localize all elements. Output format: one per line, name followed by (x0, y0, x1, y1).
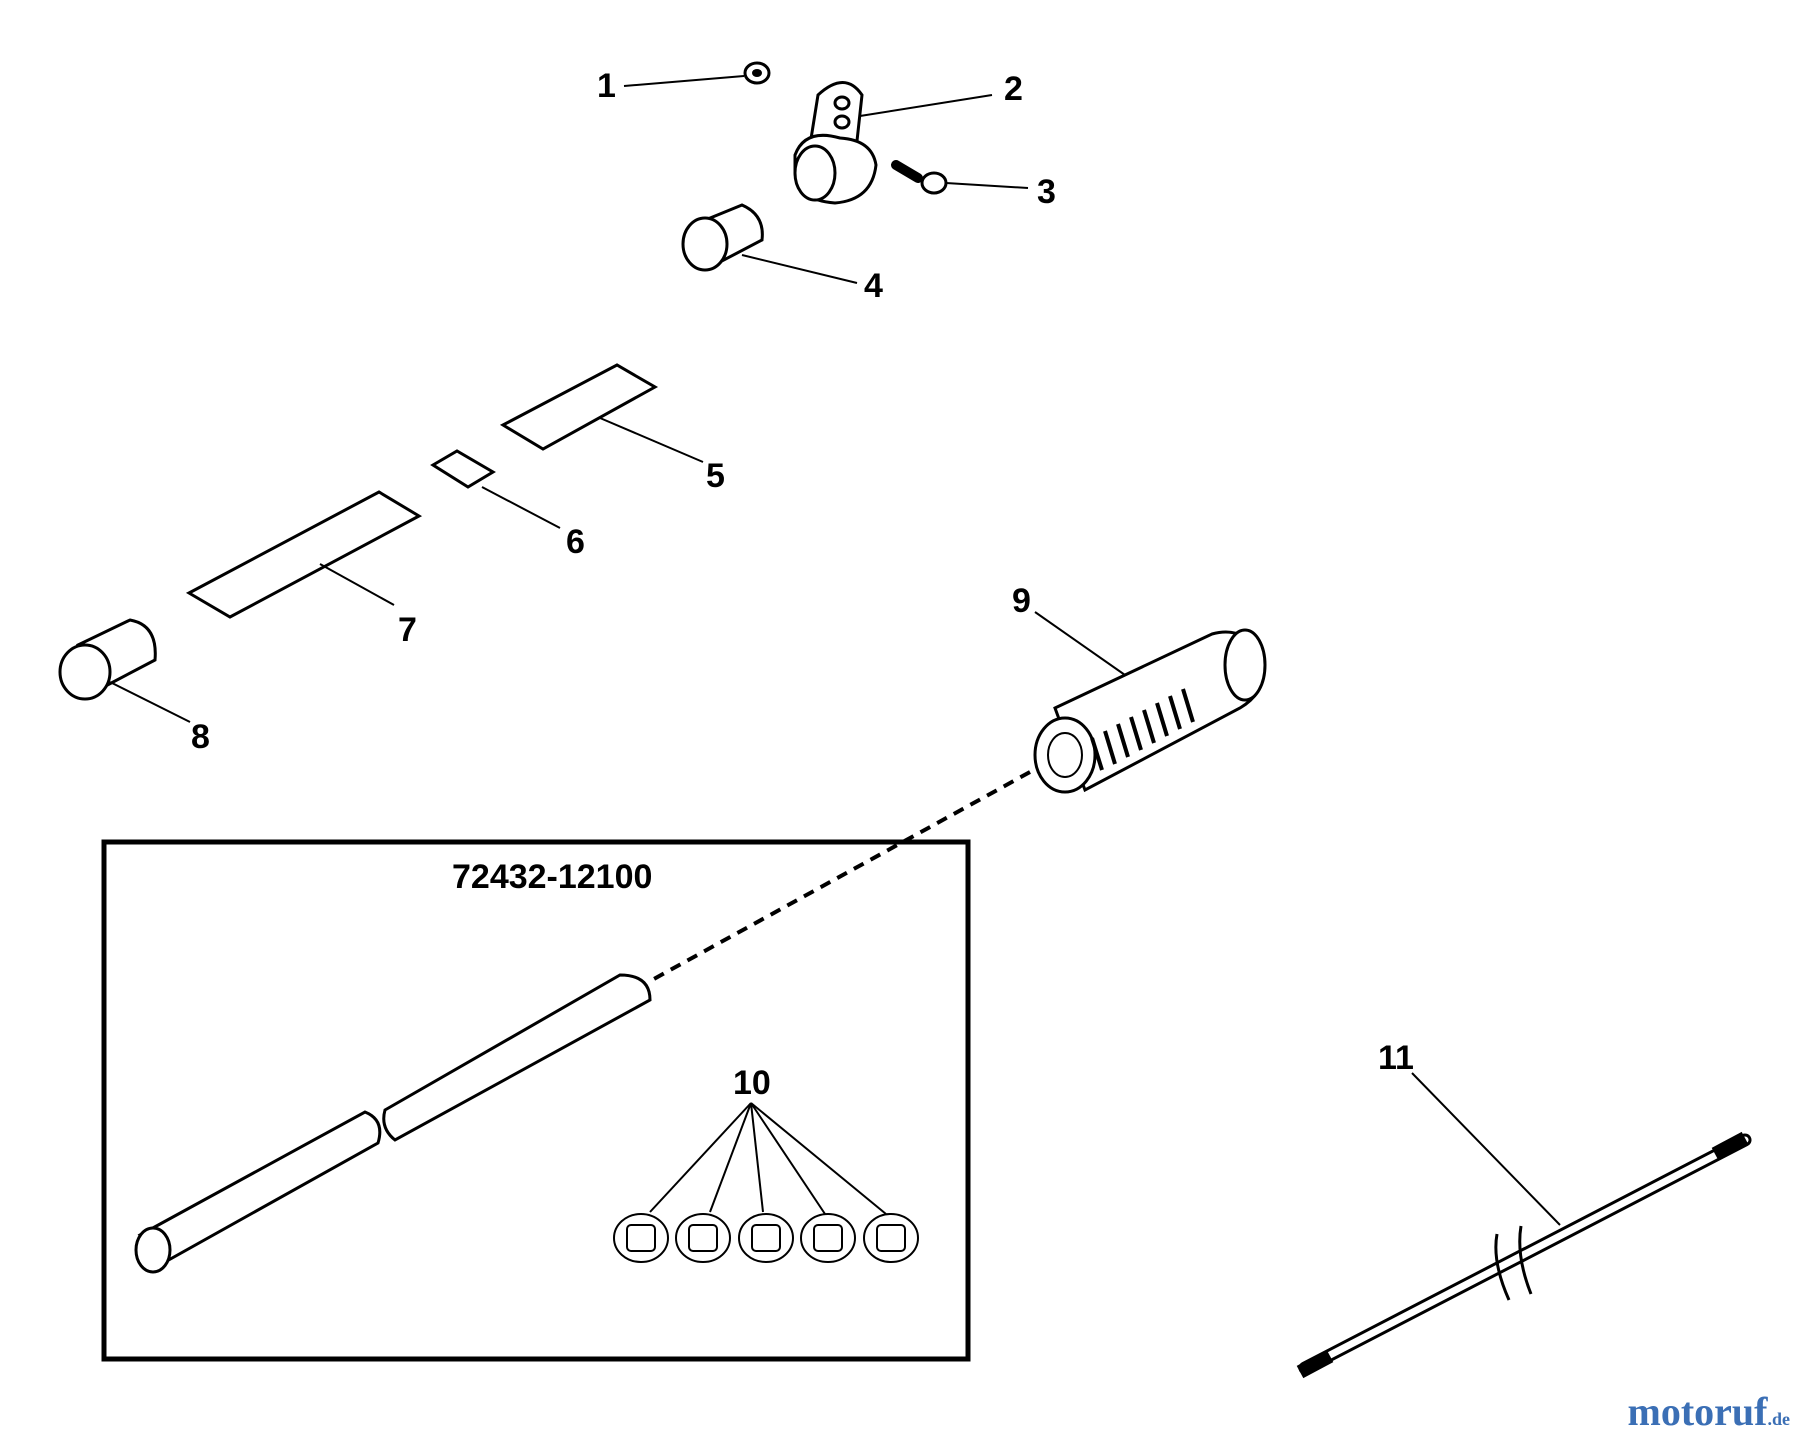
part-4-sleeve: 4 (681, 203, 883, 305)
callout-8: 8 (191, 718, 210, 756)
part-7-long-label: 7 (185, 490, 423, 649)
callout-11: 11 (1378, 1039, 1414, 1077)
assembly-dashed-line (651, 770, 1031, 982)
callout-10: 10 (733, 1064, 771, 1102)
part-5-label: 5 (499, 363, 725, 495)
part-8-sleeve: 8 (58, 618, 210, 756)
watermark-text: motoruf (1627, 1389, 1768, 1434)
part-6-small-label: 6 (430, 449, 585, 561)
callout-6: 6 (566, 523, 585, 561)
part-9-grip: 9 (1012, 582, 1267, 794)
watermark-logo: motoruf.de (1628, 1388, 1790, 1435)
callout-9: 9 (1012, 582, 1031, 620)
kit-part-number: 72432-12100 (452, 858, 652, 896)
part-10-nut-set: 10 (613, 1064, 919, 1263)
part-11-shaft: 11 (1296, 1039, 1752, 1379)
callout-5: 5 (706, 457, 725, 495)
callout-1: 1 (597, 67, 616, 105)
callout-7: 7 (398, 611, 417, 649)
callout-2: 2 (1004, 70, 1023, 108)
callout-3: 3 (1037, 173, 1056, 211)
part-3-screw: 3 (891, 160, 1056, 211)
part-1-nut: 1 (597, 61, 771, 105)
kit-box: 72432-12100 (101, 839, 971, 1362)
watermark-suffix: .de (1767, 1409, 1791, 1429)
part-2-clamp: 2 (793, 70, 1023, 205)
handle-tube (134, 973, 652, 1274)
callout-4: 4 (864, 267, 883, 305)
